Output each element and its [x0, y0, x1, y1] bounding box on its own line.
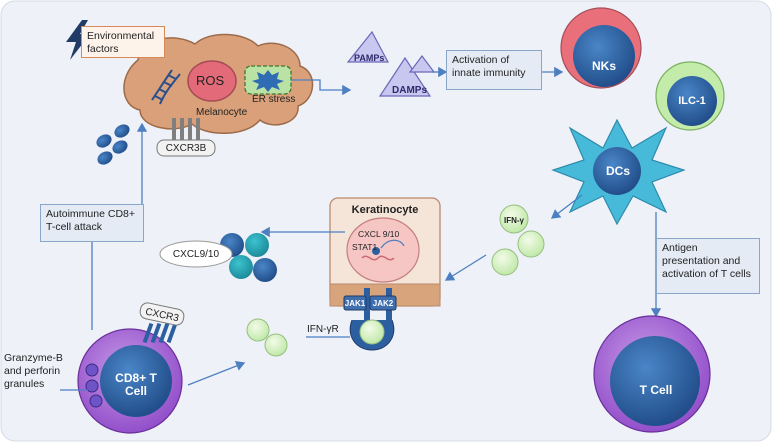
autoimmune-attack-label: Autoimmune CD8+ T-cell attack: [46, 208, 135, 233]
innate-immunity-box: Activation of innate immunity: [446, 50, 542, 90]
cd8-t-cell: [77, 328, 183, 434]
t-cell: [593, 315, 711, 433]
er-stress-label: ER stress: [252, 94, 296, 105]
cxcr3-receptor: [142, 322, 178, 344]
ifn-gamma-molecules: [491, 204, 545, 276]
stat1-label: STAT1: [352, 242, 378, 252]
jak1-box: [343, 295, 367, 311]
keratinocyte-nucleus: [346, 217, 420, 283]
small-triangle: [408, 55, 436, 73]
ros-circle: [187, 60, 237, 102]
jak2-label: JAK2: [372, 299, 394, 308]
ifn-gamma-r-label: IFN-γR: [307, 324, 339, 335]
stat1-marker: [372, 247, 380, 255]
granzyme-granules: [85, 363, 103, 408]
arrow-melanocyte-to-damps: [292, 79, 352, 96]
arrow-dc-to-ifn: [550, 194, 583, 219]
jak2-box: [369, 295, 397, 311]
pamps-label: PAMPs: [354, 53, 385, 63]
cxcr3b-label-box: [156, 139, 216, 157]
ifn-gamma-label: IFN-γ: [504, 216, 524, 225]
t-cell-label: T Cell: [639, 383, 673, 397]
cxcl-label-oval: [159, 240, 233, 268]
dna-icon: [151, 69, 181, 105]
nks-label: NKs: [591, 59, 616, 73]
arrow-ifn-to-keratinocyte: [444, 254, 487, 281]
cxcr3-label-box: [139, 302, 185, 326]
bound-ifn-gamma: [359, 319, 385, 345]
nk-cell: [560, 7, 642, 89]
ilc1-label: ILC-1: [678, 95, 706, 107]
cxcr3b-receptor: [172, 118, 200, 140]
ros-label: ROS: [196, 73, 225, 88]
nucleus-dna-icon: [361, 255, 395, 261]
keratinocyte-label: Keratinocyte: [351, 204, 419, 216]
environmental-factors-box: Environmental factors: [81, 26, 165, 58]
lightning-icon: [66, 20, 90, 60]
jak1-stem: [364, 288, 370, 320]
innate-immunity-label: Activation of innate immunity: [452, 54, 526, 79]
released-ifn-gamma: [246, 318, 288, 357]
antigen-presentation-box: Antigen presentation and activation of T…: [656, 238, 760, 294]
pamps-triangle: [346, 30, 389, 63]
stat1-arrow: [380, 239, 405, 249]
arrow-cd8-to-ifn: [187, 361, 246, 386]
cxcr3b-label: CXCR3B: [165, 143, 207, 154]
dcs-label: DCs: [605, 164, 630, 178]
ilc1-cell: [655, 61, 725, 131]
cxcl-inner-label: CXCL 9/10: [358, 229, 400, 239]
cytotoxic-granules: [96, 124, 130, 165]
cxcl9-10-label: CXCL9/10: [172, 249, 220, 260]
melanocyte-label: Melanocyte: [196, 107, 248, 118]
cd8-t-cell-label: CD8+ T Cell: [115, 371, 157, 398]
autoimmune-attack-box: Autoimmune CD8+ T-cell attack: [40, 204, 144, 242]
environmental-factors-label: Environmental factors: [87, 30, 155, 55]
jak1-label: JAK1: [344, 299, 366, 308]
damps-triangle: [378, 56, 432, 97]
granzyme-label: Granzyme-B and perforin granules: [4, 352, 63, 390]
antigen-presentation-label: Antigen presentation and activation of T…: [662, 242, 751, 280]
dendritic-cell: [551, 118, 686, 226]
damps-label: DAMPs: [392, 85, 428, 96]
er-stress-burst-icon: [252, 70, 284, 92]
